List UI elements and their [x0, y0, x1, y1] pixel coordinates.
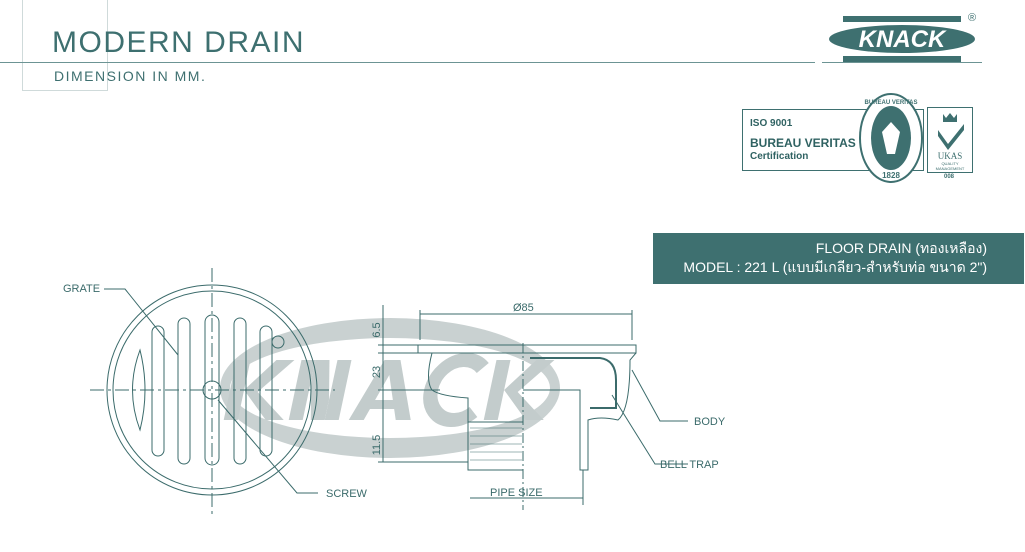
watermark	[220, 318, 560, 458]
ukas-number: 008	[944, 174, 955, 180]
header-divider	[0, 62, 815, 63]
bureau-veritas-label: BUREAU VERITAS	[750, 136, 856, 150]
label-screw: SCREW	[326, 488, 368, 500]
dim-middle: 23	[371, 366, 383, 378]
ukas-crown-check-icon: UKAS QUALITY MANAGEMENT	[936, 113, 965, 171]
logo-text: KNACK	[859, 26, 947, 53]
dim-diameter: Ø85	[513, 302, 534, 314]
dim-bottom: 11.5	[371, 435, 383, 456]
svg-text:1828: 1828	[882, 171, 900, 180]
certification-label: Certification	[750, 151, 809, 162]
bureau-veritas-seal: BUREAU VERITAS 1828	[859, 93, 923, 183]
grate-top-view	[90, 268, 335, 515]
header-frame	[22, 0, 108, 91]
certification-box: ISO 9001 BUREAU VERITAS Certification	[742, 109, 924, 171]
knack-logo: KNACK	[829, 16, 975, 62]
watermark-lettering	[223, 353, 555, 427]
label-body: BODY	[694, 416, 726, 428]
svg-text:UKAS: UKAS	[938, 151, 963, 161]
ukas-badge: UKAS QUALITY MANAGEMENT	[927, 107, 973, 173]
label-grate: GRATE	[63, 283, 100, 295]
svg-text:BUREAU VERITAS: BUREAU VERITAS	[865, 100, 918, 106]
product-banner: FLOOR DRAIN (ทองเหลือง) MODEL : 221 L (แ…	[653, 233, 1024, 284]
svg-text:QUALITY: QUALITY	[941, 161, 958, 166]
iso-label: ISO 9001	[750, 118, 793, 129]
leader-lines	[104, 288, 688, 494]
page-title: MODERN DRAIN	[52, 26, 306, 59]
page-subtitle: DIMENSION IN MM.	[54, 68, 207, 84]
label-bell-trap: BELL TRAP	[660, 459, 719, 471]
registered-mark: ®	[968, 12, 977, 24]
dimension-lines	[378, 305, 633, 505]
header-divider-right	[822, 62, 982, 63]
svg-text:MANAGEMENT: MANAGEMENT	[936, 166, 965, 171]
label-pipe-size: PIPE SIZE	[490, 487, 543, 499]
drain-section-view	[417, 343, 637, 510]
product-model: MODEL : 221 L (แบบมีเกลียว-สำหรับท่อ ขนา…	[683, 259, 987, 275]
dim-top: 6.5	[371, 322, 383, 337]
product-name: FLOOR DRAIN (ทองเหลือง)	[815, 240, 987, 256]
